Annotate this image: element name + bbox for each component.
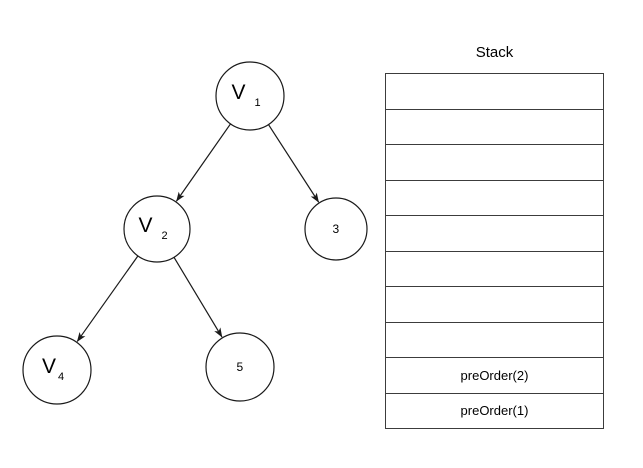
stack-cell-filled: preOrder(2) bbox=[385, 357, 604, 394]
node-subscript: 1 bbox=[254, 97, 261, 109]
tree-edge-n1-n2 bbox=[175, 122, 232, 202]
stack-cell-empty bbox=[385, 321, 604, 358]
stack-cell-empty bbox=[385, 73, 604, 110]
tree-node-circle-n1[interactable] bbox=[215, 61, 285, 131]
stack-table-body: preOrder(2)preOrder(1) bbox=[385, 73, 604, 429]
stack-cell-empty bbox=[385, 250, 604, 287]
stack-cell-empty bbox=[385, 179, 604, 216]
stack-row bbox=[385, 250, 604, 287]
stack-row: preOrder(1) bbox=[385, 392, 604, 429]
stack-title: Stack bbox=[475, 44, 514, 61]
stack-cell-empty bbox=[385, 286, 604, 323]
tree-edge-group bbox=[76, 122, 320, 342]
stack-row bbox=[385, 179, 604, 216]
tree-node-group bbox=[22, 61, 368, 405]
node-subscript: 4 bbox=[58, 371, 65, 383]
stack-row bbox=[385, 73, 604, 110]
stack-cell-filled: preOrder(1) bbox=[385, 392, 604, 429]
tree-node-label-n5: 5 bbox=[236, 360, 244, 374]
node-subscript: 2 bbox=[161, 230, 168, 242]
node-symbol: V bbox=[231, 81, 246, 104]
stack-row: preOrder(2) bbox=[385, 357, 604, 394]
tree-node-circle-n5[interactable] bbox=[205, 332, 275, 402]
tree-node-circle-n4[interactable] bbox=[22, 335, 92, 405]
tree-node-label-n3: 3 bbox=[332, 222, 340, 236]
stack-cell-empty bbox=[385, 108, 604, 145]
tree-node-circle-n2[interactable] bbox=[123, 195, 191, 263]
stack-row bbox=[385, 108, 604, 145]
tree-edge-n1-n3 bbox=[267, 123, 320, 203]
node-symbol: V bbox=[42, 355, 57, 378]
stack-cell-empty bbox=[385, 215, 604, 252]
stack-table: preOrder(2)preOrder(1) bbox=[385, 73, 604, 429]
stack-row bbox=[385, 286, 604, 323]
tree-node-circle-n3[interactable] bbox=[304, 197, 368, 261]
stack-row bbox=[385, 215, 604, 252]
node-symbol: V bbox=[138, 214, 153, 237]
tree-edge-n2-n5 bbox=[172, 256, 223, 338]
tree-edge-n2-n4 bbox=[76, 254, 139, 342]
stack-panel: preOrder(2)preOrder(1) bbox=[385, 73, 604, 429]
stack-row bbox=[385, 321, 604, 358]
stack-row bbox=[385, 144, 604, 181]
stack-cell-empty bbox=[385, 144, 604, 181]
